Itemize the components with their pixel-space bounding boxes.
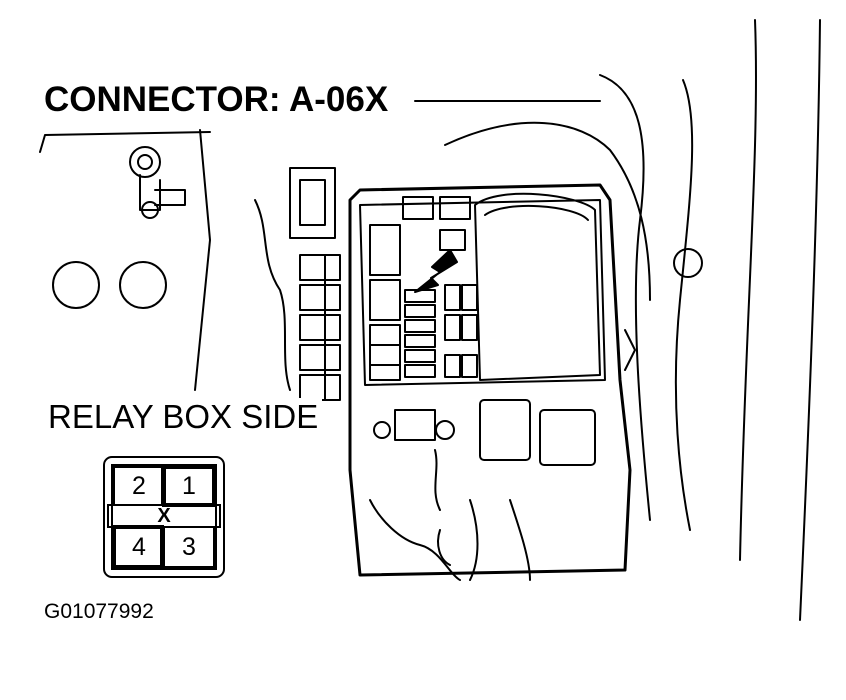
figure-id: G01077992 [44, 600, 154, 623]
left-fuse-strip [254, 167, 341, 401]
frame-rail [194, 129, 211, 391]
bracket-outline [39, 131, 211, 153]
pin-2: 2 [132, 471, 146, 500]
body-panel-lines [444, 19, 821, 621]
connector-title: CONNECTOR: A-06X [40, 80, 393, 120]
relay-box [348, 183, 632, 581]
view-label: RELAY BOX SIDE [44, 398, 323, 436]
pointer-arrow [414, 249, 458, 293]
mount-hole-right [119, 261, 167, 309]
pin-4: 4 [132, 532, 146, 561]
connector-pinout: 2 1 4 3 X [102, 455, 226, 579]
mount-hole-left [52, 261, 100, 309]
key-mark: X [157, 504, 171, 527]
pin-3: 3 [182, 532, 196, 561]
pin-1: 1 [182, 471, 196, 500]
bolt-assembly [129, 146, 186, 219]
connector-outline [103, 456, 225, 578]
